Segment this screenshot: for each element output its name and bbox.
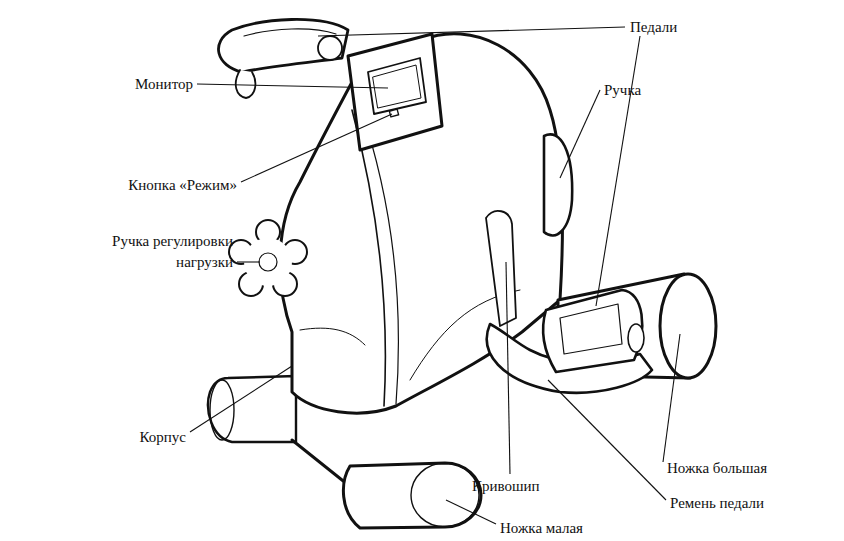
pedal-strap-label: Ремень педали	[670, 494, 764, 513]
small-foot-label: Ножка малая	[500, 519, 583, 538]
small-foot	[343, 463, 481, 528]
crank	[486, 211, 516, 326]
pedal-label: Педали	[630, 18, 677, 37]
load-knob	[229, 220, 307, 296]
big-foot-label: Ножка большая	[667, 459, 767, 478]
housing-label: Корпус	[140, 428, 186, 447]
handle-label: Ручка	[604, 81, 641, 100]
leader-lines	[190, 27, 680, 524]
handle	[544, 134, 572, 235]
monitor-label: Монитор	[135, 75, 193, 94]
monitor	[348, 34, 442, 150]
rear-foot	[208, 376, 296, 442]
right-pedal	[543, 290, 642, 372]
mode-button-label: Кнопка «Режим»	[128, 176, 237, 195]
crank-label: Кривошип	[472, 477, 540, 496]
load-knob-label: Ручка регулировки нагрузки	[93, 231, 233, 273]
left-pedal	[219, 19, 348, 72]
